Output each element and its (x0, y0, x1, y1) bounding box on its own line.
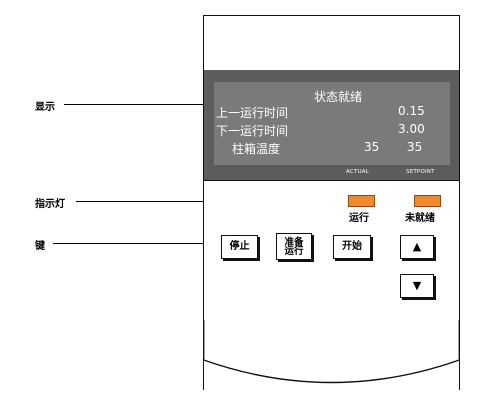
start-key-label: 开始 (342, 241, 362, 252)
actual-caption: ACTUAL (346, 169, 369, 175)
column-oven-temp-actual: 35 (364, 140, 380, 154)
display-callout-line (64, 104, 214, 105)
up-arrow-icon: ▲ (412, 240, 422, 253)
next-run-time-label: 下一运行时间 (216, 124, 289, 138)
column-oven-temp-setpoint: 35 (407, 140, 423, 154)
stop-key-label: 停止 (229, 241, 250, 252)
run-indicator-led (348, 195, 375, 207)
last-run-time-value: 0.15 (398, 104, 425, 118)
keys-callout-line (53, 243, 218, 244)
last-run-time-label: 上一运行时间 (216, 106, 289, 120)
up-arrow-key[interactable]: ▲ (400, 235, 434, 259)
run-indicator-label: 运行 (349, 213, 369, 224)
display-callout-label: 显示 (35, 102, 55, 113)
indicators-callout-line (76, 201, 264, 202)
down-arrow-key[interactable]: ▼ (400, 274, 434, 298)
stop-key[interactable]: 停止 (221, 235, 258, 259)
prep-run-key[interactable]: 准备 运行 (276, 233, 312, 260)
setpoint-caption: SETPOINT (406, 169, 435, 175)
prep-run-key-label-line1: 准备 (284, 236, 304, 248)
not-ready-indicator-label: 未就绪 (405, 213, 435, 224)
column-oven-temp-label: 柱箱温度 (232, 142, 281, 156)
panel-bottom-curve (203, 320, 460, 384)
status-text: 状态就绪 (314, 90, 363, 104)
down-arrow-icon: ▼ (412, 279, 422, 292)
panel-divider (203, 180, 460, 181)
next-run-time-value: 3.00 (398, 122, 425, 136)
not-ready-indicator-led (414, 195, 441, 207)
start-key[interactable]: 开始 (333, 235, 371, 259)
lcd-display: 状态就绪 上一运行时间 0.15 下一运行时间 3.00 柱箱温度 35 35 (214, 82, 450, 165)
keys-callout-label: 键 (35, 241, 45, 252)
indicators-callout-label: 指示灯 (35, 199, 65, 210)
prep-run-key-label-line2: 运行 (284, 245, 304, 257)
